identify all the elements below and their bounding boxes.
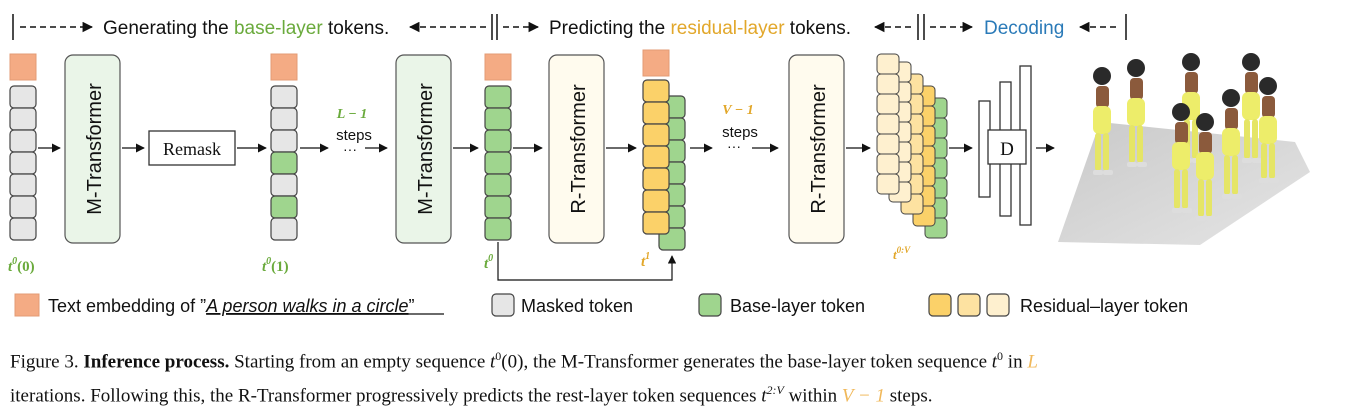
character-figure bbox=[1222, 89, 1242, 199]
legend-swatch-text-embedding bbox=[14, 293, 40, 317]
svg-text:M-Transformer: M-Transformer bbox=[415, 83, 437, 215]
text-embedding-token bbox=[270, 53, 298, 81]
legend-swatch-masked bbox=[491, 293, 515, 317]
legend-residual: Residual–layer token bbox=[1020, 296, 1188, 316]
sequence-t1: t1 bbox=[641, 49, 686, 270]
text-embedding-token bbox=[642, 49, 670, 77]
legend-text-embedding: Text embedding of ”A person walks in a c… bbox=[48, 296, 415, 316]
text-embedding-token bbox=[9, 53, 37, 81]
figure-caption: Figure 3. Inference process. Starting fr… bbox=[10, 342, 1350, 411]
skip-connection-arrow bbox=[497, 242, 677, 281]
partial-token-column bbox=[270, 85, 298, 241]
sequence-t0: t0 bbox=[484, 53, 512, 272]
caption-line-1: Figure 3. Inference process. Starting fr… bbox=[10, 349, 1038, 373]
svg-text:R-Transformer: R-Transformer bbox=[808, 84, 830, 214]
label-t0: t0 bbox=[484, 253, 493, 272]
svg-text:Remask: Remask bbox=[163, 139, 221, 159]
sequence-t0-1: t0(1) bbox=[262, 53, 298, 275]
stage-header: Generating the base-layer tokens. Predic… bbox=[12, 14, 1127, 40]
stage1-title: Generating the base-layer tokens. bbox=[103, 18, 389, 39]
label-t0-V: t0:V bbox=[893, 245, 911, 262]
legend-masked: Masked token bbox=[521, 296, 633, 316]
legend-swatch-base bbox=[698, 293, 722, 317]
legend-swatch-residual-1 bbox=[928, 293, 952, 317]
svg-text:steps: steps bbox=[722, 124, 758, 141]
label-t0-1: t0(1) bbox=[262, 256, 289, 275]
decoder-block: D bbox=[978, 65, 1032, 226]
svg-text:···: ··· bbox=[343, 141, 357, 157]
m-transformer-block-2: M-Transformer bbox=[395, 54, 452, 244]
svg-text:M-Transformer: M-Transformer bbox=[84, 83, 106, 215]
character-figure bbox=[1259, 77, 1279, 183]
svg-text:···: ··· bbox=[727, 138, 741, 154]
legend-base: Base-layer token bbox=[730, 296, 865, 316]
r-transformer-block-2: R-Transformer bbox=[788, 54, 845, 244]
svg-text:D: D bbox=[1000, 139, 1014, 160]
residual-token-column bbox=[642, 79, 670, 235]
stage2-title: Predicting the residual-layer tokens. bbox=[549, 18, 851, 39]
motion-render-image bbox=[1058, 53, 1310, 245]
svg-text:R-Transformer: R-Transformer bbox=[568, 84, 590, 214]
masked-token-column bbox=[9, 85, 37, 241]
r-transformer-block-1: R-Transformer bbox=[548, 54, 605, 244]
character-figure bbox=[1093, 67, 1113, 175]
character-figure bbox=[1242, 53, 1262, 163]
legend-swatch-residual-3 bbox=[986, 293, 1010, 317]
label-t1: t1 bbox=[641, 251, 650, 270]
svg-text:L − 1: L − 1 bbox=[336, 107, 368, 122]
sequence-t0-V: t0:V bbox=[876, 53, 948, 262]
svg-text:steps: steps bbox=[336, 127, 372, 144]
label-t0-0: t0(0) bbox=[8, 256, 35, 275]
legend-swatch-residual-2 bbox=[957, 293, 981, 317]
sequence-t0-0: t0(0) bbox=[8, 53, 37, 275]
inference-diagram: Generating the base-layer tokens. Predic… bbox=[8, 14, 1310, 317]
character-figure bbox=[1127, 59, 1147, 167]
stack-layer-front bbox=[876, 53, 900, 195]
svg-text:V − 1: V − 1 bbox=[722, 103, 754, 118]
l-steps-annotation: L − 1 steps ··· bbox=[336, 107, 372, 157]
base-token-column bbox=[484, 85, 512, 241]
stage3-title: Decoding bbox=[984, 18, 1064, 39]
m-transformer-block-1: M-Transformer bbox=[64, 54, 121, 244]
character-figure bbox=[1196, 113, 1216, 221]
remask-block: Remask bbox=[148, 130, 236, 166]
character-figure bbox=[1172, 103, 1192, 213]
caption-line-2: iterations. Following this, the R-Transf… bbox=[10, 383, 933, 407]
v-steps-annotation: V − 1 steps ··· bbox=[722, 103, 758, 154]
legend: Text embedding of ”A person walks in a c… bbox=[14, 293, 1188, 317]
text-embedding-token bbox=[484, 53, 512, 81]
